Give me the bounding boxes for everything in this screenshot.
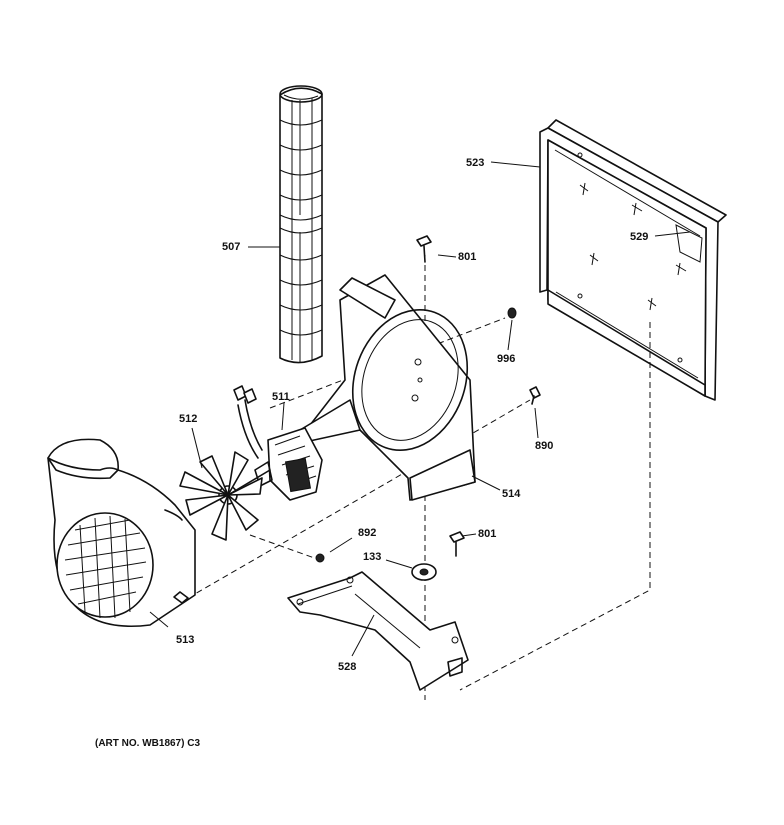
fan-blade: [179, 451, 271, 541]
callout-528: 528: [338, 661, 357, 673]
art-number-note: (ART NO. WB1867) C3: [95, 738, 201, 749]
callout-529: 529: [630, 231, 649, 243]
callout-511: 511: [272, 391, 290, 403]
back-panel: [539, 119, 727, 401]
insulation-tube: [279, 85, 323, 364]
nut-996: [507, 307, 517, 319]
callout-801-top: 801: [458, 251, 477, 263]
leader-lines: [149, 161, 691, 657]
callout-801-bottom: 801: [478, 528, 497, 540]
screw-890: [529, 386, 541, 405]
callout-513: 513: [176, 634, 195, 646]
callout-512: 512: [179, 413, 198, 425]
screw-801-top: [416, 235, 432, 263]
callout-890: 890: [535, 440, 554, 452]
callout-507: 507: [222, 241, 241, 253]
callout-514: 514: [502, 488, 521, 500]
callout-892: 892: [358, 527, 377, 539]
callout-133: 133: [363, 551, 382, 563]
callout-996: 996: [497, 353, 516, 365]
washer-133: [411, 563, 437, 581]
motor-mount-bracket: [299, 274, 476, 501]
base-bracket: [287, 571, 469, 691]
motor: [233, 385, 323, 501]
screw-801-bottom: [449, 531, 465, 557]
blower-housing: [47, 438, 196, 628]
callout-523: 523: [466, 157, 485, 169]
nut-892: [315, 553, 325, 563]
